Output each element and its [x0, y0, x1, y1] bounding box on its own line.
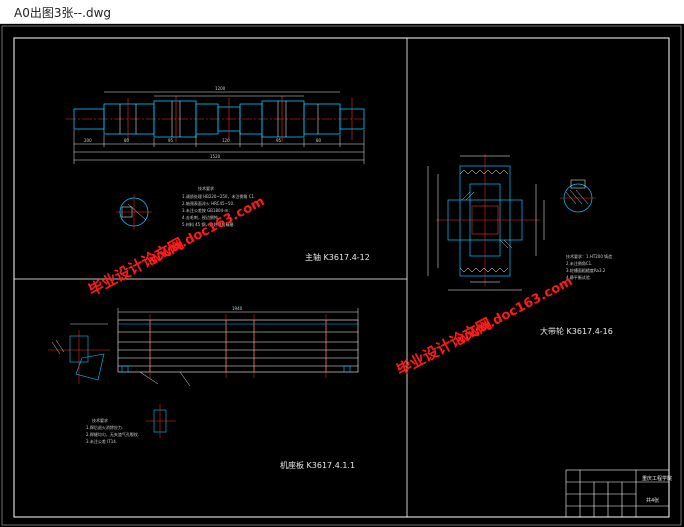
svg-text:技术要求: 技术要求: [198, 185, 214, 191]
svg-text:80: 80: [316, 138, 322, 143]
drawing-frame: [13, 37, 670, 518]
title-block-school: 重庆工程学院: [642, 475, 672, 482]
drawing-canvas[interactable]: 200 80 95 120 95 80 1520 1200 技术要求 1.调质处理 HB2…: [0, 24, 684, 527]
main-shaft-view: 200 80 95 120 95 80 1520 1200 技术要求 1.调质处理 HB2…: [66, 86, 366, 230]
svg-text:3.轮槽面粗糙度Ra3.2: 3.轮槽面粗糙度Ra3.2: [566, 267, 606, 273]
watermark-right-url: www.doc163.com: [455, 274, 575, 347]
pulley-view: 技术要求：1.HT200 铸造 2.未注倒角C1. 3.轮槽面粗糙度Ra3.2 …: [427, 154, 612, 291]
window-title: A0出图3张--.dwg: [14, 6, 112, 20]
svg-text:3.未注公差 IT14.: 3.未注公差 IT14.: [86, 438, 117, 444]
svg-text:1200: 1200: [215, 86, 226, 91]
svg-text:2.未注倒角C1.: 2.未注倒角C1.: [566, 260, 592, 266]
window-titlebar: A0出图3张--.dwg: [0, 0, 684, 24]
svg-text:技术要求: 技术要求: [92, 417, 108, 423]
svg-text:1.调质处理 HB220~250，未注倒角 C1.: 1.调质处理 HB220~250，未注倒角 C1.: [182, 193, 255, 199]
label-base-plate: 机座板 K3617.4.1.1: [280, 460, 355, 470]
svg-text:95: 95: [168, 138, 174, 143]
watermark-left: 毕业设计论文网 www.doc163.com: [85, 194, 267, 299]
base-plate-view: 1940 技术要求: [48, 306, 359, 444]
svg-text:200: 200: [84, 138, 92, 143]
svg-text:4.去毛刺，锐边倒钝.: 4.去毛刺，锐边倒钝.: [182, 214, 219, 220]
svg-text:1940: 1940: [232, 306, 243, 311]
svg-text:3.未注公差按 GB1804-m.: 3.未注公差按 GB1804-m.: [182, 207, 230, 213]
label-pulley: 大带轮 K3617.4-16: [540, 326, 613, 336]
svg-text:95: 95: [276, 138, 282, 143]
svg-text:1.焊后退火消除应力.: 1.焊后退火消除应力.: [86, 424, 123, 430]
title-block: [565, 469, 670, 518]
cad-drawing: 200 80 95 120 95 80 1520 1200 技术要求 1.调质处理 HB2…: [1, 25, 682, 526]
svg-text:1520: 1520: [210, 154, 221, 159]
svg-text:4.静平衡试验.: 4.静平衡试验.: [566, 274, 591, 280]
title-block-sheet: 共4张: [646, 497, 659, 504]
svg-text:2.焊缝均匀，无夹渣气孔裂纹.: 2.焊缝均匀，无夹渣气孔裂纹.: [86, 431, 139, 437]
label-main-shaft: 主轴 K3617.4-12: [305, 252, 370, 262]
svg-text:120: 120: [222, 138, 230, 143]
sheet-border-outer: [1, 25, 682, 526]
svg-text:技术要求：1.HT200 铸造: 技术要求：1.HT200 铸造: [566, 253, 612, 259]
svg-text:2.轴颈表面淬火 HRC45~50.: 2.轴颈表面淬火 HRC45~50.: [182, 200, 234, 206]
svg-text:5.材料 45 钢，热处理后精磨.: 5.材料 45 钢，热处理后精磨.: [182, 221, 235, 227]
svg-text:80: 80: [124, 138, 130, 143]
